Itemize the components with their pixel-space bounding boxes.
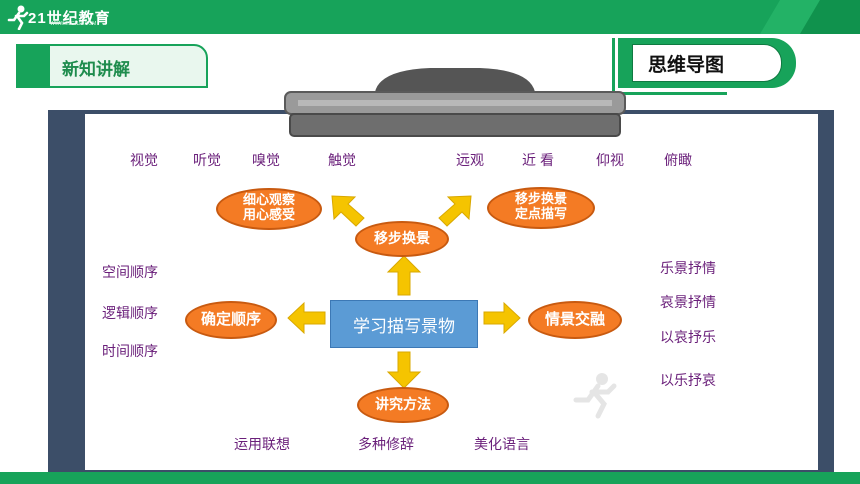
arrow-right-icon <box>483 301 521 335</box>
clipboard-clip-icon <box>284 68 626 137</box>
watermark-runner-icon <box>573 373 617 419</box>
fixed-line-1: 移步换景 <box>514 192 567 208</box>
emotion-word: 以乐抒哀 <box>660 373 716 389</box>
order-word: 空间顺序 <box>102 265 158 281</box>
observe-line-1: 细心观察 <box>242 193 295 209</box>
order-label: 确定顺序 <box>200 310 261 329</box>
title-vertical-line <box>612 38 615 95</box>
order-word: 时间顺序 <box>102 344 158 360</box>
sense-word: 触觉 <box>328 153 356 169</box>
emotion-word: 哀景抒情 <box>660 295 716 311</box>
brand-url: WWW.21CNJY.COM <box>50 21 97 27</box>
corner-decoration-icon <box>760 0 860 34</box>
brand-logo: 21世纪教育 <box>28 10 111 27</box>
center-topic: 学习描写景物 <box>330 300 478 348</box>
arrow-up-left-icon <box>331 195 365 227</box>
arrow-up-right-icon <box>438 195 472 227</box>
title-underline <box>612 92 727 95</box>
technique-oval: 讲究方法 <box>357 387 449 423</box>
emotion-label: 情景交融 <box>544 310 605 329</box>
runner-logo-icon <box>7 5 29 30</box>
order-oval: 确定顺序 <box>185 301 277 339</box>
technique-word: 运用联想 <box>234 437 290 453</box>
arrow-down-icon <box>386 351 422 389</box>
fixed-point-oval: 移步换景定点描写 <box>487 187 595 229</box>
clipboard-paper <box>85 114 818 470</box>
shift-scene-oval: 移步换景 <box>355 221 449 257</box>
view-word: 俯瞰 <box>664 153 692 169</box>
technique-word: 美化语言 <box>474 437 530 453</box>
technique-label: 讲究方法 <box>375 396 431 413</box>
observe-line-2: 用心感受 <box>242 208 295 223</box>
fixed-line-2: 定点描写 <box>514 207 567 222</box>
shift-scene-label: 移步换景 <box>374 230 430 247</box>
mind-map-title: 思维导图 <box>648 54 725 76</box>
section-tag-label: 新知讲解 <box>62 60 130 80</box>
sense-word: 嗅觉 <box>252 153 280 169</box>
order-word: 逻辑顺序 <box>102 306 158 322</box>
section-tag-accent <box>16 44 50 88</box>
bottom-bar <box>0 472 860 484</box>
observe-oval: 细心观察用心感受 <box>216 188 322 230</box>
view-word: 近看 <box>522 153 558 169</box>
sense-word: 听觉 <box>193 153 221 169</box>
technique-word: 多种修辞 <box>358 437 414 453</box>
emotion-word: 乐景抒情 <box>660 261 716 277</box>
arrow-left-icon <box>287 301 326 335</box>
arrow-up-icon <box>386 255 422 296</box>
view-word: 仰视 <box>596 153 624 169</box>
emotion-word: 以哀抒乐 <box>660 330 716 346</box>
sense-word: 视觉 <box>130 153 158 169</box>
mind-map-badge-inner <box>632 44 782 82</box>
top-bar <box>0 0 860 34</box>
emotion-oval: 情景交融 <box>528 301 622 339</box>
view-word: 远观 <box>456 153 484 169</box>
